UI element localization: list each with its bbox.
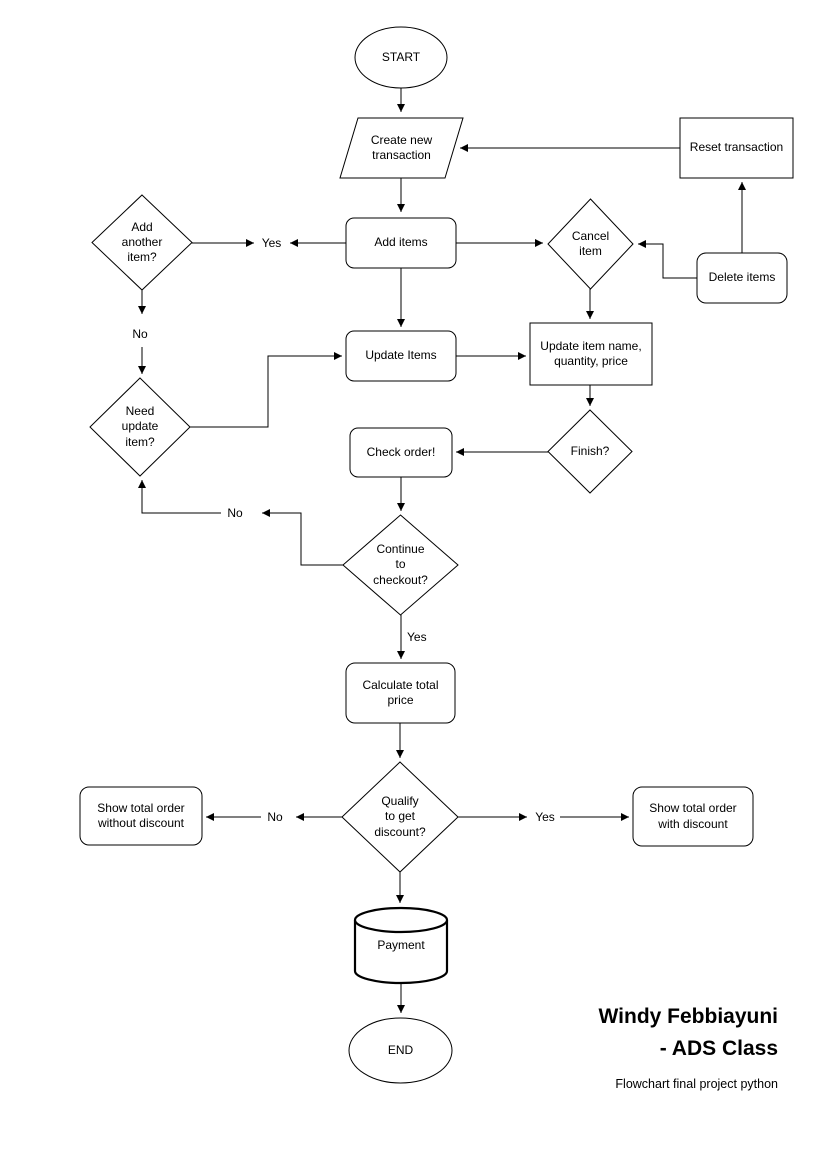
node-qualify-discount-shape (341, 761, 459, 873)
edge-label-add-another-no: No (126, 326, 154, 341)
edge-label-continue-yes: Yes (407, 629, 437, 645)
node-show-without-discount-shape (79, 786, 203, 846)
edge-label-continue-no: No (221, 505, 249, 521)
edge-no-label-to-need-update-bottom (138, 480, 223, 514)
node-update-item-fields-shape (529, 322, 653, 386)
node-update-items-shape (345, 330, 457, 382)
node-delete-items-shape (696, 252, 788, 304)
node-create-transaction-shape (339, 117, 464, 179)
edge-label-add-another-yes: Yes (256, 235, 287, 251)
node-add-items-shape (345, 217, 457, 269)
node-reset-transaction-shape (679, 117, 794, 179)
credits-author-line1: Windy Febbiayuni (598, 1005, 778, 1028)
edge-label-qualify-no: No (261, 809, 289, 825)
edge-label-qualify-yes: Yes (531, 809, 559, 825)
node-continue-checkout-shape (342, 514, 459, 616)
node-add-another-item-shape (91, 194, 193, 291)
edge-need-update-to-update-items (190, 352, 342, 428)
node-cancel-item-shape (547, 198, 634, 290)
node-start-shape (354, 26, 448, 89)
node-check-order-shape (349, 427, 453, 478)
node-show-with-discount-shape (632, 786, 754, 847)
credits-author-line2: - ADS Class (659, 1037, 778, 1060)
edge-delete-items-to-cancel-item (638, 240, 697, 279)
node-finish-shape (547, 409, 633, 494)
credits-block: Windy Febbiayuni - ADS Class Flowchart f… (478, 1001, 778, 1091)
edge-continue-to-no-label (262, 509, 343, 566)
node-need-update-item-shape (89, 377, 191, 477)
credits-caption: Flowchart final project python (615, 1077, 778, 1091)
node-calculate-total-price-shape (345, 662, 456, 724)
node-end-shape (348, 1017, 453, 1084)
node-payment-shape (353, 906, 449, 985)
